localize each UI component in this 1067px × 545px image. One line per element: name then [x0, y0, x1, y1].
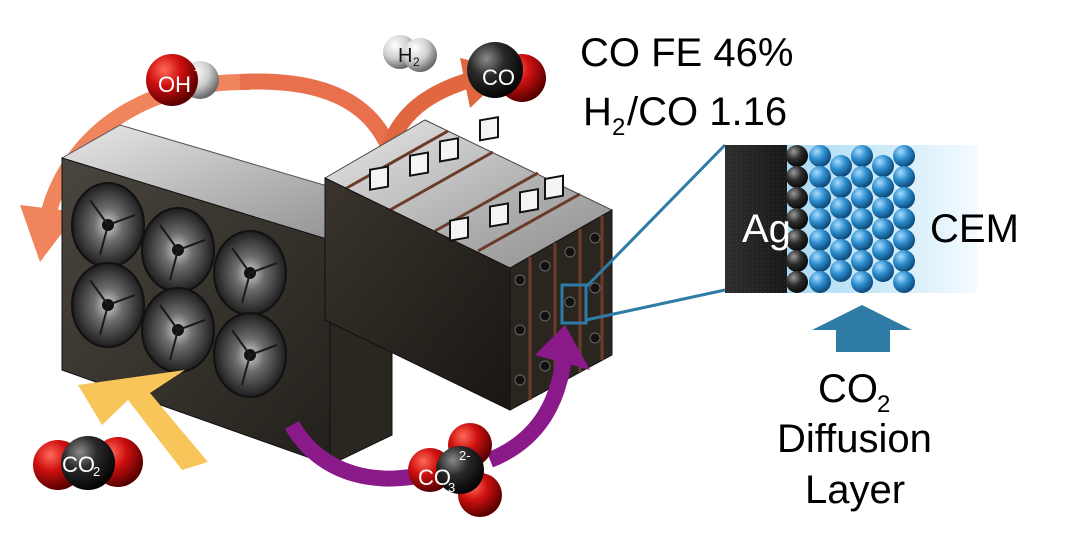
diffusion-sphere — [809, 229, 831, 251]
zoom-lines — [584, 143, 727, 322]
diffusion-word: Diffusion — [777, 417, 932, 461]
diffusion-sphere — [893, 271, 915, 293]
diffusion-sphere — [809, 208, 831, 230]
diffusion-sphere — [809, 250, 831, 272]
diffusion-sphere — [893, 229, 915, 251]
carbon-dioxide-subscript: 2 — [93, 464, 100, 479]
ag-layer-label: Ag — [742, 207, 791, 251]
diffusion-sphere — [893, 208, 915, 230]
carbon-monoxide-label: CO — [482, 65, 515, 90]
carbon-dioxide-molecule-icon: CO 2 — [33, 436, 143, 490]
hydrogen-subscript: 2 — [413, 55, 420, 69]
hydroxide-label: OH — [158, 72, 191, 97]
orange-cycle-arrow-top — [239, 73, 398, 154]
h2-co-ratio-rest: /CO 1.16 — [627, 90, 787, 134]
diffusion-sphere — [893, 166, 915, 188]
fan-grid — [71, 182, 287, 398]
hydroxide-molecule-icon: OH - — [146, 54, 219, 106]
diffusion-sphere — [830, 176, 852, 198]
diffusion-co2-subscript: 2 — [877, 391, 890, 418]
electrolyzer-stack — [323, 116, 614, 411]
catalyst-sphere — [786, 271, 808, 293]
diffusion-co2: CO — [818, 367, 878, 411]
carbonate-charge: 2- — [459, 448, 471, 463]
diffusion-sphere — [830, 260, 852, 282]
catalyst-particles — [786, 145, 808, 293]
diffusion-sphere — [872, 239, 894, 261]
diffusion-sphere — [830, 197, 852, 219]
carbonate-subscript: 3 — [448, 480, 455, 495]
catalyst-sphere — [786, 187, 808, 209]
h2-co-ratio-h: H — [583, 90, 612, 134]
h2-co-ratio: H 2 /CO 1.16 — [583, 90, 787, 141]
diffusion-sphere — [809, 187, 831, 209]
diffusion-layer-label: CO 2 Diffusion Layer — [777, 367, 932, 512]
diffusion-sphere — [851, 208, 873, 230]
diffusion-sphere — [851, 229, 873, 251]
diffusion-sphere — [872, 218, 894, 240]
diffusion-sphere — [872, 197, 894, 219]
layer-word: Layer — [805, 468, 905, 512]
diffusion-sphere — [851, 187, 873, 209]
diffusion-sphere — [893, 250, 915, 272]
layer-cross-section: Ag CEM — [725, 145, 1019, 293]
zoom-region-box — [560, 283, 588, 325]
diffusion-sphere — [851, 166, 873, 188]
carbonate-label: CO — [418, 465, 451, 490]
carbon-monoxide-molecule-icon: CO — [467, 42, 546, 102]
diffusion-sphere — [830, 155, 852, 177]
hydrogen-label: H — [398, 45, 412, 67]
diffusion-sphere — [851, 250, 873, 272]
carbonate-molecule-icon: CO 3 2- — [408, 423, 502, 517]
diffusion-sphere — [830, 239, 852, 261]
hydroxide-charge: - — [194, 61, 199, 77]
h2-co-ratio-subscript: 2 — [612, 114, 625, 141]
diffusion-sphere — [830, 218, 852, 240]
diffusion-sphere — [872, 155, 894, 177]
diffusion-sphere — [872, 260, 894, 282]
catalyst-sphere — [786, 145, 808, 167]
diffusion-sphere — [809, 145, 831, 167]
diffusion-sphere — [809, 166, 831, 188]
cem-layer-label: CEM — [930, 207, 1019, 251]
hydrogen-molecule-icon: H 2 — [383, 35, 437, 72]
diffusion-sphere — [872, 176, 894, 198]
co2-input-arrow — [78, 370, 208, 470]
diffusion-sphere — [893, 187, 915, 209]
catalyst-sphere — [786, 250, 808, 272]
diffusion-sphere — [851, 145, 873, 167]
catalyst-sphere — [786, 229, 808, 251]
diffusion-sphere — [893, 145, 915, 167]
catalyst-sphere — [786, 166, 808, 188]
diffusion-particles — [809, 145, 915, 293]
co-faradaic-efficiency: CO FE 46% — [580, 31, 793, 75]
co2-diffusion-arrow-icon — [812, 305, 912, 352]
catalyst-sphere — [786, 208, 808, 230]
diffusion-sphere — [809, 271, 831, 293]
diffusion-sphere — [851, 271, 873, 293]
carbon-dioxide-label: CO — [62, 452, 95, 477]
